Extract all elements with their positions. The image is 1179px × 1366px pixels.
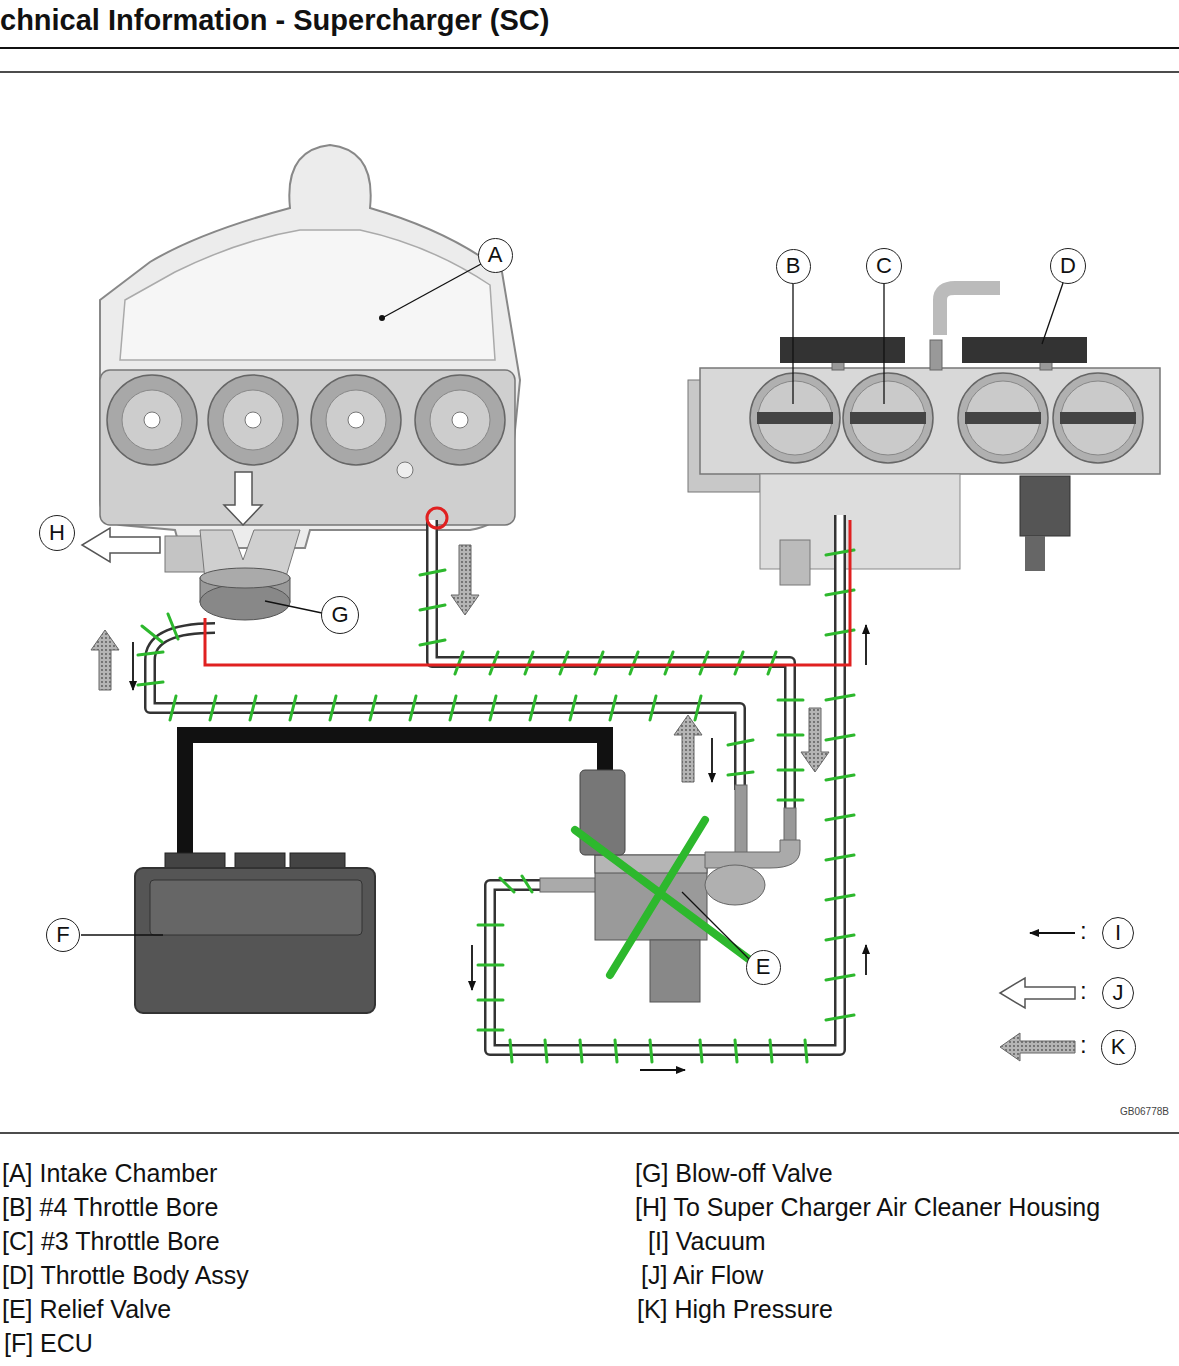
legend-letter: K — [1111, 1036, 1126, 1058]
callout-letter: E — [756, 956, 771, 978]
legend-letter: I — [1115, 922, 1121, 944]
callout-letter: F — [56, 924, 69, 946]
callout-letter: H — [49, 522, 65, 544]
callout-letter: D — [1060, 255, 1076, 277]
legend-circle: J — [1102, 977, 1134, 1009]
legend-colon: : — [1080, 1031, 1087, 1060]
part-list-item: [I] Vacuum — [648, 1226, 766, 1256]
legend-colon: : — [1080, 917, 1087, 946]
part-list-item: [E] Relief Valve — [2, 1294, 171, 1324]
part-list-item: [A] Intake Chamber — [2, 1158, 217, 1188]
callout-circle: C — [866, 248, 902, 284]
part-list-item: [G] Blow-off Valve — [635, 1158, 833, 1188]
callout-letter: B — [786, 255, 801, 277]
callout-circle: E — [746, 950, 781, 985]
part-list-item: [K] High Pressure — [637, 1294, 833, 1324]
part-list-item: [F] ECU — [4, 1328, 93, 1358]
legend-colon: : — [1080, 977, 1087, 1006]
callout-circle: F — [46, 918, 80, 952]
callout-letter: C — [876, 255, 892, 277]
legend-circle: K — [1101, 1030, 1136, 1065]
part-list-item: [B] #4 Throttle Bore — [2, 1192, 218, 1222]
callout-circle: H — [39, 515, 75, 551]
page-title: chnical Information - Supercharger (SC) — [0, 3, 549, 38]
part-list-item: [J] Air Flow — [641, 1260, 763, 1290]
part-list-item: [H] To Super Charger Air Cleaner Housing — [635, 1192, 1100, 1222]
part-list-item: [C] #3 Throttle Bore — [2, 1226, 220, 1256]
callout-circle: D — [1050, 248, 1086, 284]
legend-letter: J — [1113, 982, 1124, 1004]
part-list-item: [D] Throttle Body Assy — [2, 1260, 249, 1290]
legend-circle: I — [1102, 917, 1134, 949]
callout-letter: A — [488, 244, 503, 266]
callout-letter: G — [331, 604, 348, 626]
callout-circle: G — [321, 596, 359, 634]
callout-circle: A — [478, 238, 513, 273]
figure-code: GB06778B — [1120, 1106, 1169, 1118]
callout-circle: B — [776, 249, 811, 284]
